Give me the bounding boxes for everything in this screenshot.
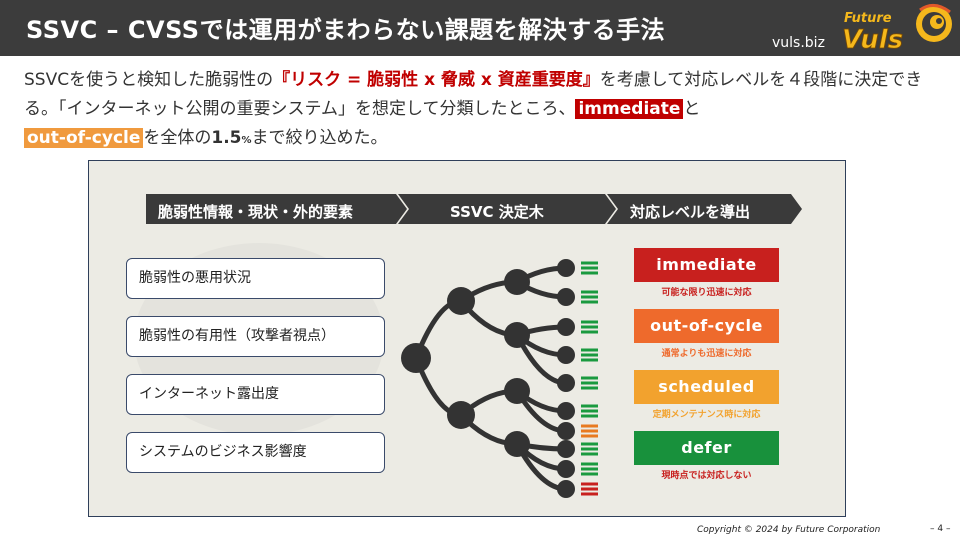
outcome-out-of-cycle: out-of-cycle: [634, 309, 779, 343]
leaf-marker-4-1: [581, 381, 598, 385]
chevron-label-ssvc: SSVC 決定木: [450, 203, 544, 221]
leaf-marker-4-2: [581, 386, 598, 390]
leaf-marker-2-2: [581, 330, 598, 334]
tree-leaf-node-4: [557, 374, 575, 392]
leaf-marker-9-1: [581, 487, 598, 491]
leaf-marker-8-0: [581, 462, 598, 466]
chevron-label-input: 脆弱性情報・現状・外的要素: [158, 203, 354, 221]
leaf-marker-6-1: [581, 429, 598, 433]
out-of-cycle-tag: out-of-cycle: [24, 128, 144, 148]
tree-leaf-node-3: [557, 346, 575, 364]
intro-text-3: と: [683, 99, 701, 119]
leaf-marker-0-1: [581, 266, 598, 270]
leaf-marker-1-0: [581, 290, 598, 294]
decision-tree: [401, 259, 598, 498]
outcome-out-of-cycle-desc: 通常よりも迅速に対応: [661, 349, 752, 359]
outcome-immediate-desc: 可能な限り迅速に対応: [661, 288, 752, 298]
leaf-marker-2-1: [581, 325, 598, 329]
page-number: – 4 –: [930, 524, 951, 534]
header-bar: SSVC – CVSSでは運用がまわらない課題を解決する手法 vuls.biz …: [0, 0, 960, 56]
leaf-marker-0-0: [581, 261, 598, 265]
intro-text-2: を考慮して対応レベルを４段階に決定できる。「インターネット公開の重要システム」を…: [24, 70, 923, 119]
leaf-marker-5-0: [581, 404, 598, 408]
copyright: Copyright © 2024 by Future Corporation: [697, 525, 881, 535]
logo-text-top: Future: [844, 11, 892, 26]
tree-leaf-node-1: [557, 288, 575, 306]
ssvc-figure: 脆弱性情報・現状・外的要素 SSVC 決定木 対応レベルを導出 脆弱性の悪用状況…: [88, 160, 846, 517]
leaf-marker-3-2: [581, 358, 598, 362]
risk-formula: 『リスク = 脆弱性 x 脅威 x 資産重要度』: [273, 70, 600, 90]
factor-business-impact: システムのビジネス影響度: [126, 432, 385, 473]
leaf-marker-7-2: [581, 452, 598, 456]
leaf-marker-3-0: [581, 348, 598, 352]
tree-node-l2-2: [504, 378, 530, 404]
leaf-marker-5-2: [581, 414, 598, 418]
factor-exploitation: 脆弱性の悪用状況: [126, 258, 385, 299]
tree-node-l2-1: [504, 322, 530, 348]
leaf-marker-1-1: [581, 295, 598, 299]
intro-text-4: を全体の: [143, 128, 212, 148]
tree-root-node: [401, 343, 431, 373]
leaf-marker-8-2: [581, 472, 598, 476]
leaf-marker-7-1: [581, 447, 598, 451]
leaf-marker-8-1: [581, 467, 598, 471]
tree-leaf-node-9: [557, 480, 575, 498]
tree-leaf-node-5: [557, 402, 575, 420]
chevron-output: [607, 194, 802, 224]
logo-swirl-icon: [916, 4, 952, 42]
leaf-marker-9-2: [581, 492, 598, 496]
tree-leaf-node-7: [557, 440, 575, 458]
tree-leaf-node-2: [557, 318, 575, 336]
tree-leaf-node-6: [557, 422, 575, 440]
chevron-label-output: 対応レベルを導出: [630, 203, 751, 221]
page-title: SSVC – CVSSでは運用がまわらない課題を解決する手法: [26, 16, 666, 44]
future-vuls-logo: Future Vuls: [842, 4, 952, 54]
tree-node-l2-3: [504, 431, 530, 457]
outcome-defer: defer: [634, 431, 779, 465]
leaf-marker-6-0: [581, 424, 598, 428]
leaf-marker-2-0: [581, 320, 598, 324]
leaf-marker-5-1: [581, 409, 598, 413]
leaf-marker-7-0: [581, 442, 598, 446]
factor-utility: 脆弱性の有用性（攻撃者視点）: [126, 316, 385, 357]
outcome-defer-desc: 現時点では対応しない: [661, 471, 752, 481]
factor-exposure: インターネット露出度: [126, 374, 385, 415]
site-domain: vuls.biz: [772, 35, 825, 51]
outcome-scheduled-desc: 定期メンテナンス時に対応: [652, 410, 761, 420]
leaf-marker-6-2: [581, 434, 598, 438]
tree-node-l2-0: [504, 269, 530, 295]
tree-leaf-node-0: [557, 259, 575, 277]
outcome-immediate: immediate: [634, 248, 779, 282]
intro-text-5: まで絞り込めた。: [251, 128, 388, 148]
immediate-tag: immediate: [575, 99, 684, 119]
logo-text-bottom: Vuls: [842, 25, 903, 54]
leaf-marker-1-2: [581, 300, 598, 304]
intro-text-1: SSVCを使うと検知した脆弱性の: [24, 70, 274, 90]
leaf-marker-4-0: [581, 376, 598, 380]
outcome-scheduled: scheduled: [634, 370, 779, 404]
tree-node-l1-0: [447, 287, 475, 315]
percent-unit: %: [241, 135, 252, 146]
tree-node-l1-1: [447, 401, 475, 429]
leaf-marker-3-1: [581, 353, 598, 357]
percent-value: 1.5: [211, 128, 242, 148]
chevron-ssvc: [398, 194, 616, 224]
chevron-input: [146, 194, 407, 224]
intro-paragraph: SSVCを使うと検知した脆弱性の『リスク = 脆弱性 x 脅威 x 資産重要度』…: [24, 66, 944, 155]
tree-leaf-node-8: [557, 460, 575, 478]
leaf-marker-9-0: [581, 482, 598, 486]
leaf-marker-0-2: [581, 271, 598, 275]
